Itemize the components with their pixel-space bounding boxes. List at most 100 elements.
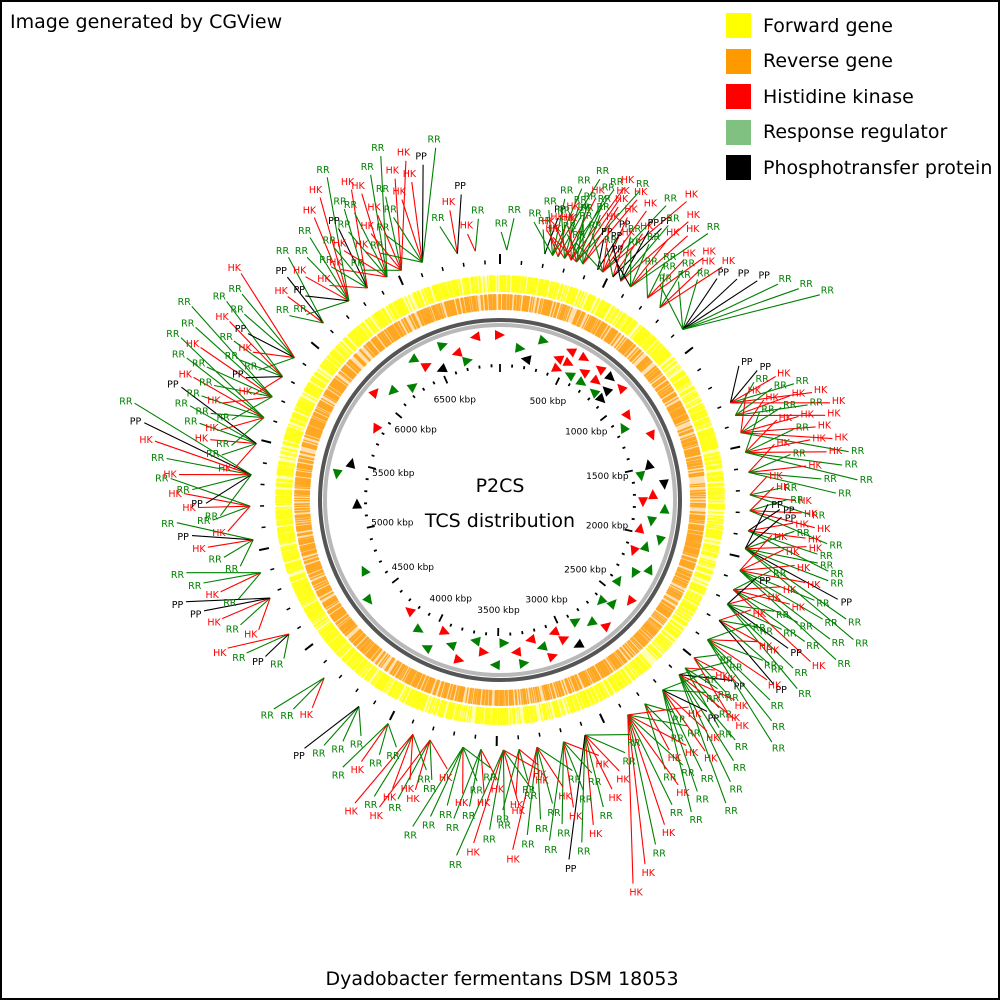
- annotation-leader-line: [627, 714, 657, 845]
- annotation-label: RR: [528, 209, 542, 220]
- annotation-leader-line: [195, 326, 273, 398]
- inner-tick: [616, 435, 621, 439]
- annotation-leader-line: [515, 749, 520, 796]
- annotation-leader-line: [693, 657, 723, 674]
- annotation-leader-line: [563, 741, 593, 774]
- annotation-label: RR: [535, 824, 549, 835]
- annotation-label: RR: [783, 400, 797, 411]
- annotation-label: HK: [442, 197, 456, 208]
- annotation-leader-line: [682, 278, 718, 330]
- annotation-leader-line: [739, 534, 773, 571]
- outer-tick: [715, 593, 721, 597]
- outer-tick: [655, 319, 660, 324]
- annotation-leader-line: [378, 723, 389, 756]
- annotation-leader-line: [739, 570, 831, 640]
- tcs-feature-arrow: [362, 593, 373, 605]
- kbp-tick-label: 3000 kbp: [525, 596, 568, 606]
- annotation-leader-line: [219, 474, 252, 517]
- annotation-leader-line: [288, 256, 324, 324]
- annotation-label: RR: [495, 219, 509, 230]
- annotation-label: HK: [207, 618, 221, 629]
- annotation-leader-line: [386, 234, 423, 263]
- annotation-label: RR: [664, 193, 678, 204]
- annotation-leader-line: [489, 749, 504, 830]
- annotation-label: RR: [753, 623, 767, 634]
- annotation-label: PP: [252, 657, 264, 668]
- tcs-feature-arrow: [536, 641, 548, 651]
- tcs-feature-arrow: [600, 622, 612, 633]
- annotation-label: PP: [758, 271, 770, 282]
- annotation-leader-line: [191, 306, 273, 398]
- annotation-leader-line: [506, 218, 515, 251]
- tcs-feature-arrow: [579, 369, 591, 379]
- outer-tick: [599, 713, 606, 724]
- annotation-leader-line: [330, 266, 368, 289]
- annotation-leader-line: [227, 505, 251, 532]
- annotation-label: RR: [208, 555, 222, 566]
- annotation-leader-line: [439, 226, 458, 254]
- annotation-leader-line: [456, 749, 504, 856]
- annotation-label: HK: [624, 205, 638, 216]
- annotation-label: PP: [783, 505, 795, 516]
- annotation-label: HK: [812, 661, 826, 672]
- annotation-leader-line: [745, 530, 795, 550]
- annotation-leader-line: [739, 570, 837, 661]
- annotation-label: PP: [612, 245, 624, 256]
- annotation-label: RR: [225, 564, 239, 575]
- annotation-leader-line: [581, 735, 586, 843]
- annotation-label: RR: [830, 569, 844, 580]
- annotation-leader-line: [180, 337, 265, 418]
- annotation-label: RR: [729, 662, 743, 673]
- annotation-label: RR: [602, 183, 616, 194]
- inner-tick: [522, 366, 526, 370]
- annotation-leader-line: [730, 383, 795, 404]
- annotation-leader-line: [726, 603, 798, 689]
- annotation-label: RR: [790, 495, 804, 506]
- annotation-leader-line: [584, 734, 620, 772]
- annotation-label: RR: [192, 359, 206, 370]
- annotation-leader-line: [591, 233, 604, 273]
- annotation-label: RR: [384, 205, 398, 216]
- annotation-leader-line: [198, 505, 251, 509]
- annotation-leader-line: [682, 278, 738, 330]
- tcs-feature-arrow: [412, 623, 424, 633]
- backbone-inner: [323, 323, 677, 677]
- tcs-feature-arrow: [436, 363, 448, 373]
- kbp-tick-label: 5500 kbp: [372, 469, 415, 479]
- annotation-label: RR: [598, 194, 612, 205]
- tcs-feature-arrow: [594, 392, 606, 404]
- annotation-label: HK: [706, 733, 720, 744]
- annotation-leader-line: [226, 300, 284, 377]
- annotation-leader-line: [739, 564, 795, 572]
- annotation-label: RR: [663, 773, 677, 784]
- annotation-label: HK: [300, 710, 314, 721]
- annotation-leader-line: [241, 293, 295, 358]
- legend-label: Forward gene: [763, 14, 893, 37]
- annotation-label: HK: [808, 461, 822, 472]
- outer-tick: [579, 721, 583, 726]
- annotation-label: RR: [771, 701, 785, 712]
- annotation-label: HK: [621, 175, 635, 186]
- tcs-feature-arrow: [520, 355, 532, 366]
- annotation-label: RR: [563, 221, 577, 232]
- annotation-label: PP: [293, 751, 305, 762]
- annotation-leader-line: [582, 214, 601, 265]
- annotation-label: RR: [155, 473, 169, 484]
- kbp-tick-label: 5000 kbp: [371, 518, 414, 528]
- annotation-leader-line: [566, 234, 584, 265]
- inner-tick: [461, 627, 464, 631]
- annotation-leader-line: [421, 147, 437, 263]
- annotation-label: RR: [824, 474, 838, 485]
- annotation-leader-line: [745, 439, 811, 453]
- annotation-label: HK: [303, 206, 317, 217]
- annotation-label: RR: [177, 485, 191, 496]
- annotation-leader-line: [462, 746, 491, 769]
- annotation-leader-line: [354, 733, 414, 804]
- annotation-leader-line: [732, 589, 806, 642]
- annotation-leader-line: [739, 570, 815, 601]
- outer-tick: [420, 272, 424, 278]
- annotation-label: RR: [199, 378, 213, 389]
- tcs-feature-arrow: [620, 422, 630, 435]
- inner-tick: [381, 432, 385, 436]
- annotation-leader-line: [392, 734, 414, 789]
